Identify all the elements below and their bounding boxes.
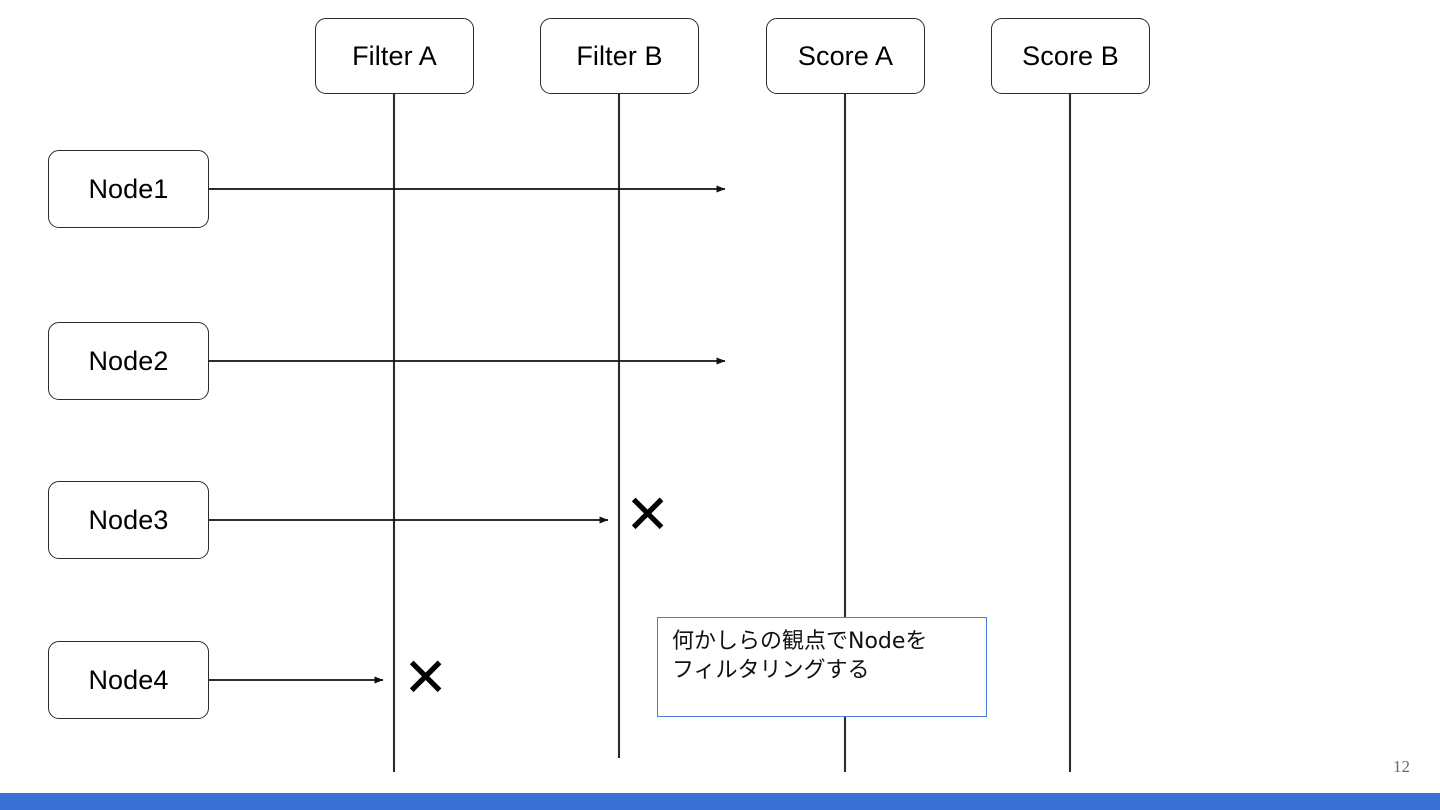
node-label: Node2 xyxy=(88,345,169,376)
lifelines xyxy=(392,94,1072,772)
node-box-node3[interactable]: Node3 xyxy=(48,481,209,559)
footer-accent-bar xyxy=(0,793,1440,810)
participant-label: Filter B xyxy=(576,40,663,71)
message-arrows xyxy=(209,185,726,684)
callout-line-1: 何かしらの観点でNodeを xyxy=(672,629,928,654)
page-number: 12 xyxy=(1393,757,1410,776)
participant-label: Score B xyxy=(1022,40,1119,71)
node-label: Node4 xyxy=(88,664,169,695)
participant-filter-b[interactable]: Filter B xyxy=(540,18,699,94)
node-box-node1[interactable]: Node1 xyxy=(48,150,209,228)
participant-label: Filter A xyxy=(352,40,437,71)
cross-icon: ✕ xyxy=(403,646,449,709)
participant-label: Score A xyxy=(797,40,894,71)
callout-line-2: フィルタリングする xyxy=(672,658,870,684)
callout-annotation[interactable]: 何かしらの観点でNodeを フィルタリングする xyxy=(657,617,987,717)
node-box-node2[interactable]: Node2 xyxy=(48,322,209,400)
node-box-node4[interactable]: Node4 xyxy=(48,641,209,719)
node-label: Node3 xyxy=(88,504,169,535)
participant-filter-a[interactable]: Filter A xyxy=(315,18,474,94)
participant-score-b[interactable]: Score B xyxy=(991,18,1150,94)
participant-score-a[interactable]: Score A xyxy=(766,18,925,94)
node-label: Node1 xyxy=(88,173,169,204)
cross-icon: ✕ xyxy=(625,483,671,546)
